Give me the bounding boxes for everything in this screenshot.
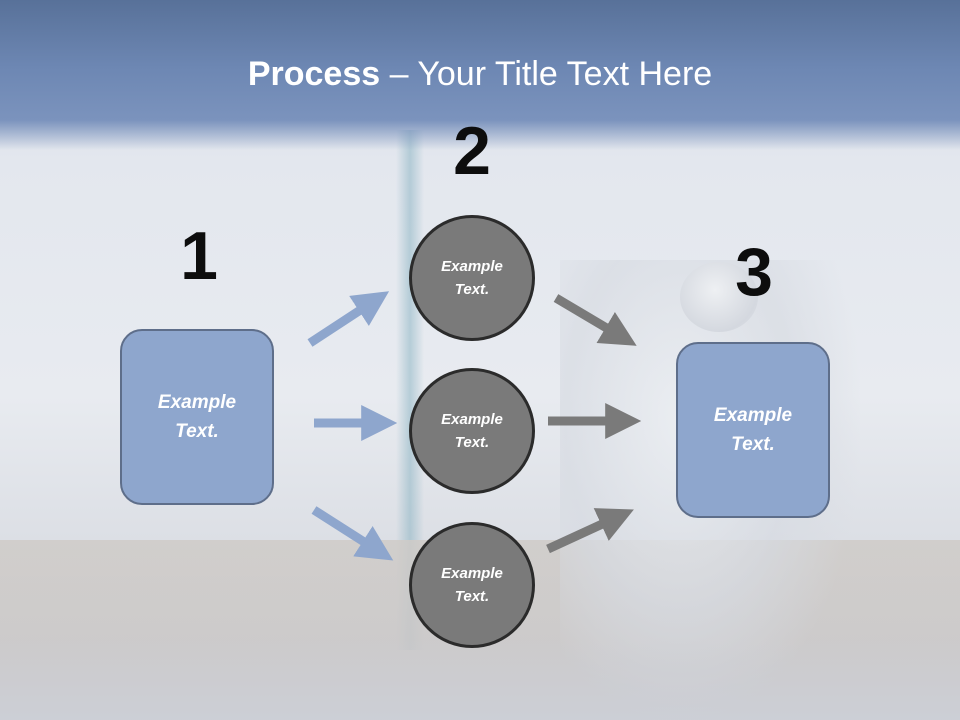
step-1-box: Example Text. [120,329,274,505]
step-3-box: Example Text. [676,342,830,518]
step-number-2: 2 [453,113,491,189]
background-plastic-sheet [0,640,960,720]
arrow-box1-to-circle1 [307,291,390,347]
arrow-box1-to-circle3 [311,506,394,561]
circle-top-text: Example Text. [441,258,503,298]
circle-middle-text: Example Text. [441,411,503,451]
title-rest: – Your Title Text Here [380,55,713,93]
step-2-circle-bottom: Example Text. [409,522,535,648]
step-2-circle-middle: Example Text. [409,368,535,494]
slide-title: Process – Your Title Text Here [0,52,960,96]
arrow-circle1-to-box3 [553,294,637,346]
step-3-text: Example Text. [713,405,793,455]
title-band [0,0,960,150]
step-number-1: 1 [180,218,218,294]
step-2-circle-top: Example Text. [409,215,535,341]
background-worker-hood [680,262,758,332]
title-bold: Process [247,55,381,93]
arrow-circle3-to-box3 [546,508,634,554]
step-1-text: Example Text. [157,392,237,442]
step-number-3: 3 [735,234,773,310]
circle-bottom-text: Example Text. [441,565,503,605]
